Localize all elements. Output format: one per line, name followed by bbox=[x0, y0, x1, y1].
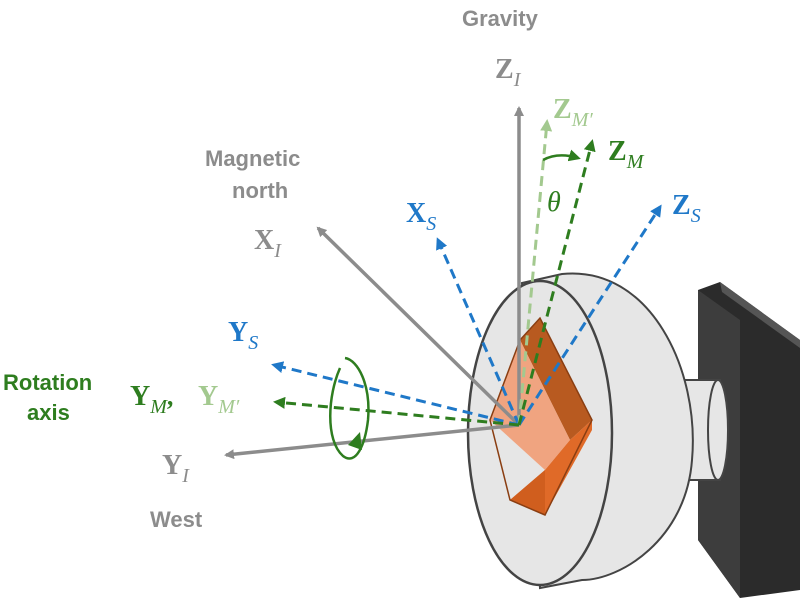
y-s-axis bbox=[271, 361, 520, 427]
y-i-axis bbox=[224, 423, 520, 460]
z-s-axis bbox=[517, 204, 662, 426]
x-s-label: XS bbox=[406, 198, 436, 235]
z-m-prime-axis bbox=[517, 119, 553, 426]
theta-label: θ bbox=[547, 187, 561, 218]
y-m-axis bbox=[273, 396, 520, 427]
rotation-arrow bbox=[329, 356, 370, 460]
y-m-label: YM, bbox=[130, 381, 173, 418]
theta-arc bbox=[542, 149, 581, 162]
sensor-block bbox=[489, 316, 593, 516]
x-s-axis bbox=[436, 237, 521, 426]
z-m-prime-label: ZM′ bbox=[553, 94, 593, 131]
z-m-label: ZM bbox=[608, 136, 645, 173]
y-i-label: YI bbox=[162, 450, 190, 487]
magnetic-north-label-line1: Magnetic bbox=[205, 146, 300, 171]
x-i-axis bbox=[316, 226, 521, 427]
wall-mount bbox=[698, 282, 800, 598]
gravity-label: Gravity bbox=[462, 6, 539, 31]
x-i-label: XI bbox=[254, 225, 282, 262]
z-m-axis bbox=[517, 139, 596, 426]
y-m-prime-label: YM′ bbox=[198, 381, 240, 418]
magnetic-north-label-line2: north bbox=[232, 178, 288, 203]
rotation-axis-label-line2: axis bbox=[27, 400, 70, 425]
rotation-axis-label-line1: Rotation bbox=[3, 370, 92, 395]
z-s-label: ZS bbox=[672, 190, 701, 227]
west-label: West bbox=[150, 507, 203, 532]
z-i-label: ZI bbox=[495, 54, 522, 91]
y-s-label: YS bbox=[228, 317, 258, 354]
